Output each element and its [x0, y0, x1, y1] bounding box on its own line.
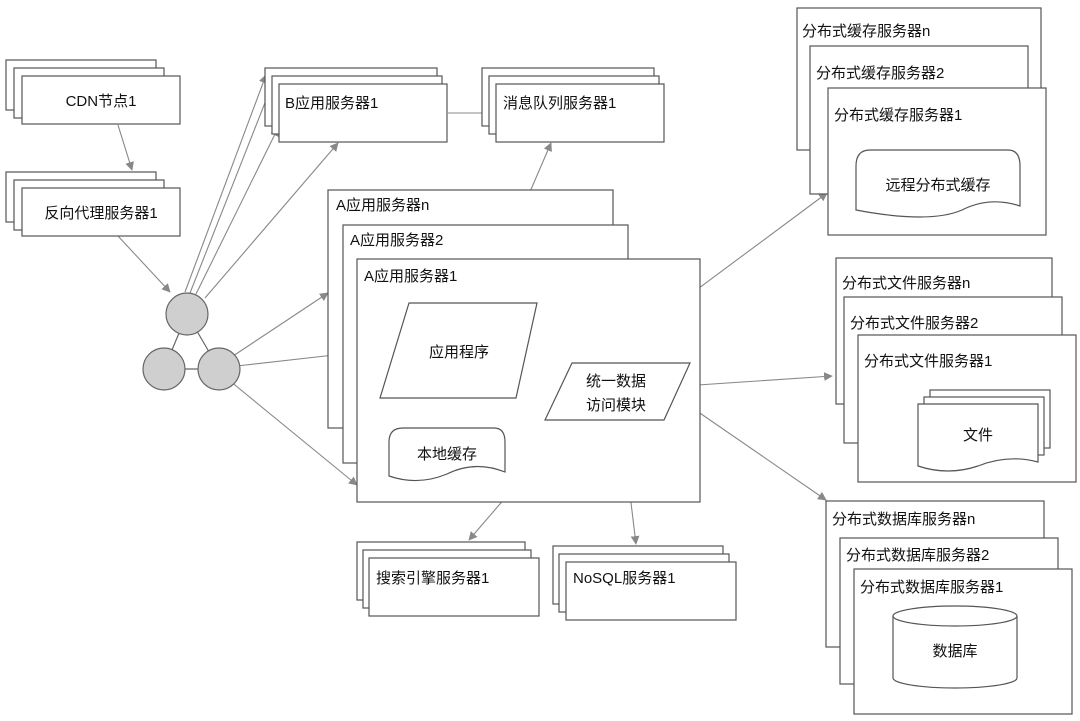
dist-file-2-label: 分布式文件服务器2 [850, 315, 978, 332]
edge-data-access-to-file [682, 372, 833, 387]
database-cylinder-icon [892, 605, 1018, 689]
a-app-server-stack: A应用服务器n A应用服务器2 A应用服务器1 应用程序 本地缓存 统一数据 访… [327, 189, 701, 503]
edge-data-access-to-db [677, 397, 827, 501]
dist-file-n-label: 分布式文件服务器n [842, 275, 970, 292]
remote-cache-label: 远程分布式缓存 [885, 177, 990, 194]
edge-proxy-to-lb [117, 235, 171, 293]
message-queue-stack: 消息队列服务器1 [481, 67, 665, 143]
database-label: 数据库 [932, 643, 977, 660]
nosql-stack: NoSQL服务器1 [552, 545, 737, 621]
edge-lb-to-b-app-front [195, 127, 279, 295]
remote-cache-shape [855, 149, 1021, 218]
data-access-module-line1: 统一数据 [586, 373, 646, 390]
data-access-module-line2: 访问模块 [586, 397, 646, 414]
app-program-shape [379, 302, 538, 399]
b-app-server-label: B应用服务器1 [285, 94, 378, 112]
file-label: 文件 [963, 427, 993, 444]
dist-db-stack: 分布式数据库服务器n 分布式数据库服务器2 分布式数据库服务器1 数据库 [825, 500, 1073, 715]
edge-lb-to-a-app-1 [229, 380, 358, 486]
cdn-node-label: CDN节点1 [66, 93, 137, 110]
lb-node-left [142, 347, 186, 391]
search-engine-stack: 搜索引擎服务器1 [356, 541, 540, 617]
lb-node-right [197, 347, 241, 391]
a-app-server-2-label: A应用服务器2 [350, 231, 443, 249]
dist-cache-stack: 分布式缓存服务器n 分布式缓存服务器2 分布式缓存服务器1 远程分布式缓存 [796, 7, 1047, 236]
dist-db-2-label: 分布式数据库服务器2 [846, 547, 989, 564]
dist-file-stack: 分布式文件服务器n 分布式文件服务器2 分布式文件服务器1 文件 [835, 257, 1077, 483]
dist-db-1-label: 分布式数据库服务器1 [860, 579, 1003, 596]
load-balancer [142, 292, 241, 391]
edge-lb-to-b-app-mid [189, 84, 274, 294]
dist-file-1-label: 分布式文件服务器1 [864, 353, 992, 370]
edge-lb-to-a-app-2 [236, 350, 344, 367]
app-program-label: 应用程序 [429, 343, 489, 361]
file-shape [917, 403, 1039, 472]
dist-cache-2-label: 分布式缓存服务器2 [816, 65, 944, 82]
a-app-server-1-label: A应用服务器1 [364, 267, 457, 285]
edge-lb-to-b-app-back [184, 74, 268, 293]
dist-db-n-label: 分布式数据库服务器n [832, 511, 975, 528]
local-cache-shape [388, 427, 506, 482]
nosql-label: NoSQL服务器1 [573, 570, 676, 587]
b-app-server-stack: B应用服务器1 [264, 67, 448, 143]
lb-node-top [165, 292, 209, 336]
local-cache-label: 本地缓存 [417, 446, 477, 463]
reverse-proxy-label: 反向代理服务器1 [44, 205, 157, 222]
cdn-node-stack: CDN节点1 [5, 59, 181, 125]
edge-cdn-to-proxy [117, 124, 134, 171]
reverse-proxy-stack: 反向代理服务器1 [5, 171, 181, 237]
message-queue-label: 消息队列服务器1 [503, 95, 616, 112]
dist-cache-n-label: 分布式缓存服务器n [802, 23, 930, 40]
search-engine-label: 搜索引擎服务器1 [376, 570, 489, 587]
edge-lb-to-b-app-bottom [204, 142, 339, 299]
a-app-server-n-label: A应用服务器n [336, 196, 429, 214]
dist-cache-1-label: 分布式缓存服务器1 [834, 107, 962, 124]
data-access-module-shape [544, 362, 691, 421]
edge-lb-to-a-app-n [229, 292, 329, 359]
